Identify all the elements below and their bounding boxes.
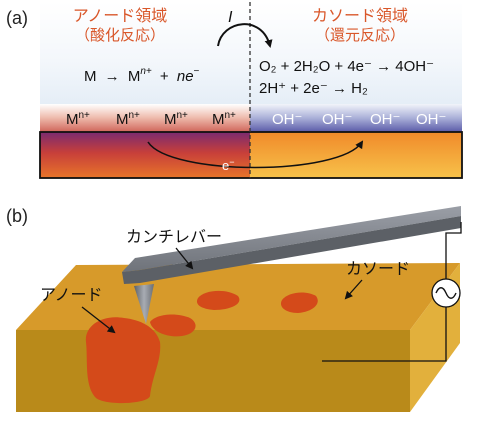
anode-subtitle: （酸化反応） bbox=[75, 26, 165, 44]
metal-ion-label: Mn+ bbox=[212, 110, 236, 128]
anode-patch bbox=[150, 314, 196, 337]
cathode-reaction-1: O₂ + 2H₂O + 4e⁻ → 4OH⁻ bbox=[259, 58, 434, 75]
anode-patch bbox=[196, 290, 240, 310]
cathode-metal bbox=[250, 132, 462, 178]
anode-ion-band bbox=[40, 104, 250, 132]
hydroxide-row: OH⁻ OH⁻ OH⁻ OH⁻ bbox=[272, 111, 446, 128]
electron-flow-arrow bbox=[147, 140, 364, 169]
metal-ion-row: Mn+ Mn+ Mn+ Mn+ bbox=[66, 110, 236, 128]
circuit-wire bbox=[322, 222, 462, 362]
cantilever-beam-side bbox=[122, 216, 461, 284]
hydroxide-label: OH⁻ bbox=[272, 111, 302, 128]
anode-metal bbox=[40, 132, 250, 178]
panel-b-label: (b) bbox=[6, 206, 28, 226]
anode-reaction: M → Mn+ + ne− bbox=[84, 61, 200, 85]
cantilever-pointer bbox=[175, 247, 194, 270]
sample-front-face bbox=[16, 330, 410, 412]
cathode-subtitle: （還元反応） bbox=[315, 26, 405, 44]
cathode-reaction-2: 2H⁺ + 2e⁻ → H₂ bbox=[259, 80, 368, 97]
sine-wave-icon bbox=[435, 287, 457, 299]
circuit-wire-bottom bbox=[322, 307, 447, 362]
cathode-label: カソード bbox=[346, 259, 410, 278]
electron-label: e− bbox=[222, 157, 235, 173]
cathode-pointer bbox=[344, 279, 363, 300]
cantilever-tip bbox=[134, 284, 154, 324]
anode-pointer bbox=[81, 306, 116, 334]
anode-label: アノード bbox=[40, 285, 103, 304]
cathode-title: カソード領域 bbox=[312, 6, 408, 25]
current-arrow bbox=[217, 23, 273, 48]
metal-ion-label: Mn+ bbox=[164, 110, 188, 128]
panel-a-diagram: アノード領域 （酸化反応） カソード領域 （還元反応） I M → Mn+ + … bbox=[39, 2, 463, 179]
current-symbol: I bbox=[228, 9, 233, 26]
anode-patch bbox=[280, 292, 318, 313]
cantilever-beam-top bbox=[122, 206, 461, 272]
metal-outline bbox=[39, 131, 463, 179]
circuit-wire-top bbox=[445, 222, 462, 279]
cantilever bbox=[122, 206, 461, 324]
hydroxide-label: OH⁻ bbox=[322, 111, 352, 128]
cantilever-label: カンチレバー bbox=[126, 227, 222, 246]
cathode-solution bbox=[250, 2, 462, 110]
panel-a-label: (a) bbox=[6, 8, 28, 28]
anode-patch-large bbox=[85, 317, 161, 404]
anode-solution bbox=[40, 2, 250, 110]
hydroxide-label: OH⁻ bbox=[370, 111, 400, 128]
metal-ion-label: Mn+ bbox=[66, 110, 90, 128]
metal-ion-label: Mn+ bbox=[116, 110, 140, 128]
anode-title: アノード領域 bbox=[73, 6, 168, 25]
hydroxide-label: OH⁻ bbox=[416, 111, 446, 128]
cathode-ion-band bbox=[250, 104, 462, 132]
